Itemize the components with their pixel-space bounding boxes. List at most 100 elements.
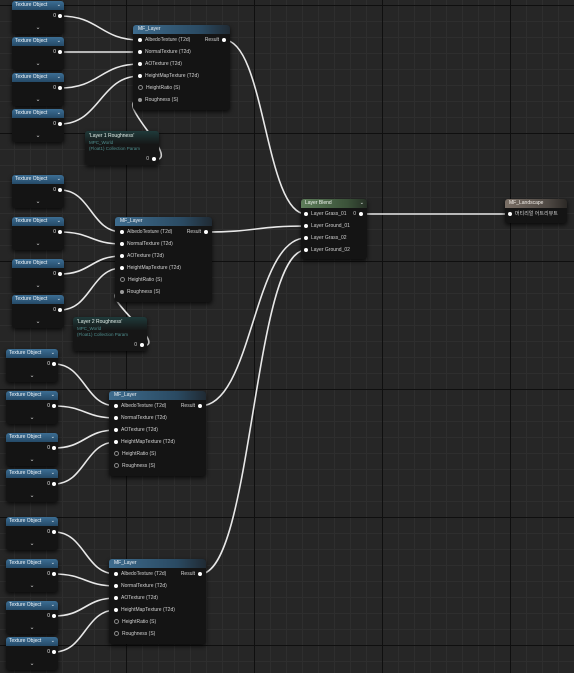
output-pin[interactable]: [58, 50, 62, 54]
texture-object-header[interactable]: Texture Object⌄: [6, 349, 58, 358]
collection-parameter-node[interactable]: 'Layer 1 Roughness'MPC_World(Float1) Col…: [85, 131, 159, 165]
output-pin[interactable]: [359, 211, 363, 216]
connection-wire[interactable]: [53, 405, 117, 419]
input-pin[interactable]: [114, 463, 119, 469]
input-pin[interactable]: [114, 607, 118, 612]
texture-object-node[interactable]: Texture Object⌄0⌄: [12, 217, 64, 250]
collection-parameter-node[interactable]: 'Layer 2 Roughness'MPC_World(Float1) Col…: [73, 317, 147, 351]
chevron-down-icon[interactable]: ⌄: [50, 602, 55, 608]
texture-object-header[interactable]: Texture Object⌄: [6, 637, 58, 646]
connection-wire[interactable]: [53, 531, 117, 575]
output-pin[interactable]: [52, 530, 56, 534]
chevron-down-icon[interactable]: ⌄: [50, 638, 55, 644]
chevron-down-icon[interactable]: ⌄: [56, 218, 61, 224]
output-pin[interactable]: [52, 362, 56, 366]
output-pin[interactable]: [52, 572, 56, 576]
connection-wire[interactable]: [59, 255, 123, 275]
input-pin[interactable]: [114, 583, 118, 588]
input-pin[interactable]: [304, 211, 308, 216]
expand-arrow-icon[interactable]: ⌄: [29, 583, 35, 589]
result-pin[interactable]: [222, 37, 226, 42]
chevron-down-icon[interactable]: ⌄: [50, 350, 55, 356]
texture-object-header[interactable]: Texture Object⌄: [6, 433, 58, 442]
expand-arrow-icon[interactable]: ⌄: [29, 541, 35, 547]
input-pin[interactable]: [114, 451, 119, 457]
connection-wire[interactable]: [205, 225, 307, 233]
result-pin[interactable]: [198, 403, 202, 408]
texture-object-node[interactable]: Texture Object⌄0⌄: [12, 175, 64, 208]
input-pin[interactable]: [114, 415, 118, 420]
texture-object-header[interactable]: Texture Object⌄: [12, 259, 64, 268]
connection-wire[interactable]: [53, 609, 117, 653]
input-pin[interactable]: [304, 235, 308, 240]
texture-object-node[interactable]: Texture Object⌄0⌄: [12, 295, 64, 328]
chevron-down-icon[interactable]: ⌄: [56, 2, 61, 8]
connection-wire[interactable]: [53, 597, 117, 617]
chevron-down-icon[interactable]: ⌄: [56, 110, 61, 116]
texture-object-node[interactable]: Texture Object⌄0⌄: [12, 109, 64, 142]
texture-object-node[interactable]: Texture Object⌄0⌄: [6, 469, 58, 502]
chevron-down-icon[interactable]: ⌄: [50, 518, 55, 524]
mf-layer-header[interactable]: MF_Layer: [133, 25, 230, 34]
texture-object-node[interactable]: Texture Object⌄0⌄: [6, 517, 58, 550]
input-pin[interactable]: [120, 229, 124, 234]
input-pin[interactable]: [120, 277, 125, 283]
input-pin[interactable]: [114, 403, 118, 408]
connection-wire[interactable]: [199, 249, 307, 575]
connection-wire[interactable]: [53, 441, 117, 485]
input-pin[interactable]: [114, 427, 118, 432]
output-pin[interactable]: [58, 272, 62, 276]
texture-object-node[interactable]: Texture Object⌄0⌄: [6, 601, 58, 634]
connection-wire[interactable]: [53, 573, 117, 587]
mf-layer-header[interactable]: MF_Layer: [115, 217, 212, 226]
expand-arrow-icon[interactable]: ⌄: [29, 493, 35, 499]
chevron-down-icon[interactable]: ⌄: [50, 470, 55, 476]
connection-wire[interactable]: [59, 15, 141, 41]
input-pin[interactable]: [120, 253, 124, 258]
output-pin[interactable]: [58, 122, 62, 126]
texture-object-node[interactable]: Texture Object⌄0⌄: [6, 349, 58, 382]
chevron-down-icon[interactable]: ⌄: [359, 200, 364, 206]
texture-object-header[interactable]: Texture Object⌄: [6, 601, 58, 610]
input-pin[interactable]: [138, 73, 142, 78]
texture-object-node[interactable]: Texture Object⌄0⌄: [12, 73, 64, 106]
chevron-down-icon[interactable]: ⌄: [50, 392, 55, 398]
texture-object-header[interactable]: Texture Object⌄: [12, 73, 64, 82]
expand-arrow-icon[interactable]: ⌄: [35, 25, 41, 31]
output-pin[interactable]: [58, 188, 62, 192]
texture-object-header[interactable]: Texture Object⌄: [6, 559, 58, 568]
expand-arrow-icon[interactable]: ⌄: [35, 199, 41, 205]
texture-object-header[interactable]: Texture Object⌄: [12, 109, 64, 118]
expand-arrow-icon[interactable]: ⌄: [35, 61, 41, 67]
mf-layer-header[interactable]: MF_Layer: [109, 391, 206, 400]
connection-wire[interactable]: [223, 39, 307, 215]
texture-object-node[interactable]: Texture Object⌄0⌄: [6, 637, 58, 670]
chevron-down-icon[interactable]: ⌄: [50, 434, 55, 440]
result-pin[interactable]: [204, 229, 208, 234]
layer-blend-header[interactable]: Layer Blend⌄: [301, 199, 367, 208]
connection-wire[interactable]: [53, 363, 117, 407]
input-pin[interactable]: [114, 631, 119, 637]
expand-arrow-icon[interactable]: ⌄: [29, 373, 35, 379]
texture-object-node[interactable]: Texture Object⌄0⌄: [6, 433, 58, 466]
input-pin[interactable]: [114, 595, 118, 600]
input-pin[interactable]: [138, 61, 142, 66]
texture-object-header[interactable]: Texture Object⌄: [6, 469, 58, 478]
expand-arrow-icon[interactable]: ⌄: [35, 241, 41, 247]
chevron-down-icon[interactable]: ⌄: [50, 560, 55, 566]
output-pin[interactable]: [58, 86, 62, 90]
texture-object-node[interactable]: Texture Object⌄0⌄: [6, 391, 58, 424]
input-pin[interactable]: [138, 37, 142, 42]
texture-object-header[interactable]: Texture Object⌄: [12, 217, 64, 226]
texture-object-header[interactable]: Texture Object⌄: [6, 391, 58, 400]
expand-arrow-icon[interactable]: ⌄: [35, 97, 41, 103]
mf-landscape-header[interactable]: MF_Landscape: [505, 199, 567, 208]
output-pin[interactable]: [140, 342, 144, 347]
expand-arrow-icon[interactable]: ⌄: [29, 415, 35, 421]
input-pin[interactable]: [304, 223, 308, 228]
texture-object-node[interactable]: Texture Object⌄0⌄: [12, 1, 64, 34]
